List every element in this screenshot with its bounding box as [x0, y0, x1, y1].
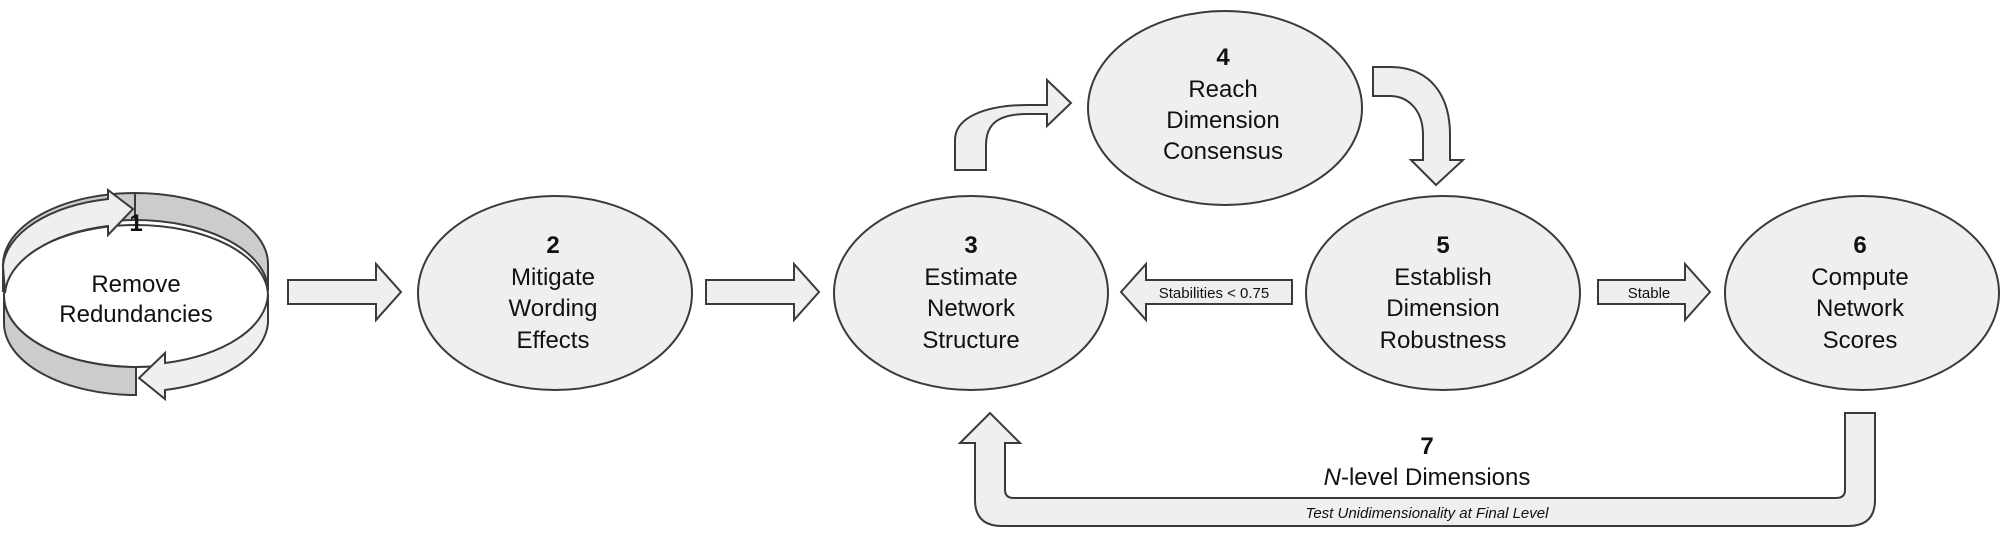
node-4-label-line-1: Reach — [1188, 76, 1257, 103]
node-2-label-line-3: Effects — [517, 327, 590, 354]
step-7-arrow-label: Test Unidimensionality at Final Level — [1306, 505, 1550, 522]
step-7-label-rest: -level Dimensions — [1341, 464, 1530, 491]
ring-arrow-upper — [1, 187, 135, 294]
node-1-label-line-2: Redundancies — [59, 301, 212, 328]
node-4-label-line-2: Dimension — [1166, 107, 1279, 134]
step-7-label: N-level Dimensions — [1324, 464, 1531, 491]
ring-front-band-left — [3, 295, 137, 397]
node-3 — [833, 195, 1109, 391]
ring-arrow-lower — [137, 293, 269, 402]
step-7-number: 7 — [1420, 433, 1433, 460]
ring-right-band — [134, 191, 269, 292]
arrow-2-to-3 — [705, 261, 821, 323]
arrow-6-to-3-loop — [957, 411, 1876, 527]
node-6 — [1724, 195, 2000, 391]
node-4-label-line-3: Consensus — [1163, 138, 1283, 165]
arrow-5-to-3 — [1119, 261, 1293, 323]
arrow-5-to-6-label: Stable — [1628, 285, 1671, 302]
node-4 — [1087, 10, 1363, 206]
node-6-number: 6 — [1853, 232, 1866, 259]
step-7-label-italic: N — [1324, 464, 1342, 491]
node-3-label-line-2: Network — [927, 295, 1016, 322]
node-5-number: 5 — [1436, 232, 1449, 259]
node-1-number: 1 — [129, 210, 142, 237]
node-2-label-line-2: Wording — [509, 295, 598, 322]
node-1-label-line-1: Remove — [91, 271, 180, 298]
node-2-label-line-1: Mitigate — [511, 264, 595, 291]
node-6-label-line-3: Scores — [1823, 327, 1898, 354]
node-6-label-line-1: Compute — [1811, 264, 1908, 291]
node-2-number: 2 — [546, 232, 559, 259]
node-5-label-line-2: Dimension — [1386, 295, 1499, 322]
node-3-number: 3 — [964, 232, 977, 259]
node-5-label-line-3: Robustness — [1380, 327, 1507, 354]
node-1-ring — [1, 187, 269, 402]
node-5 — [1305, 195, 1581, 391]
node-3-label-line-1: Estimate — [924, 264, 1017, 291]
node-6-label-line-2: Network — [1816, 295, 1905, 322]
arrow-5-to-6 — [1597, 261, 1712, 323]
arrow-4-to-5 — [1372, 66, 1466, 187]
node-5-label-line-1: Establish — [1394, 264, 1491, 291]
node-3-label-line-3: Structure — [922, 327, 1019, 354]
node-4-number: 4 — [1216, 44, 1230, 71]
arrow-5-to-3-label: Stabilities < 0.75 — [1159, 285, 1270, 302]
arrow-3-to-4 — [954, 77, 1073, 171]
node-2 — [417, 195, 693, 391]
arrow-1-to-2 — [287, 261, 403, 323]
